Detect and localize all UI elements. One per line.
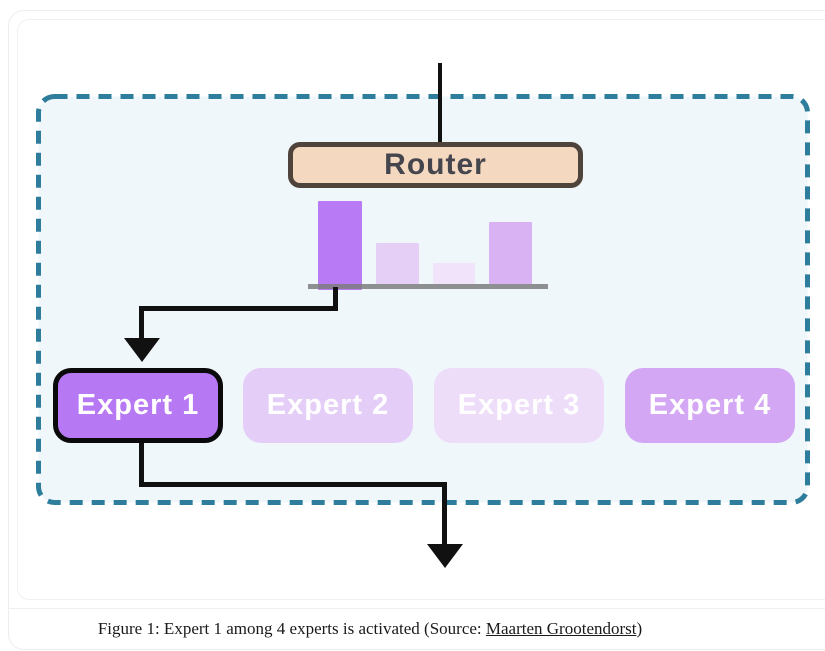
expert-box-4: Expert 4 xyxy=(625,368,795,443)
caption-divider xyxy=(8,608,825,609)
source-link[interactable]: Maarten Grootendorst xyxy=(485,619,637,638)
routing-arrow-segment xyxy=(139,306,144,340)
arrow-down-icon xyxy=(124,338,160,362)
expert-label: Expert 3 xyxy=(457,389,581,421)
expert-box-3: Expert 3 xyxy=(434,368,604,443)
expert-label: Expert 2 xyxy=(266,389,390,421)
arrow-down-icon xyxy=(427,544,463,568)
router-box: Router xyxy=(288,142,583,188)
caption-suffix: ) xyxy=(636,619,643,638)
gate-bar-1 xyxy=(318,201,362,290)
expert-label: Expert 4 xyxy=(648,389,772,421)
gate-bar-2 xyxy=(375,243,419,284)
moe-dashed-boundary xyxy=(36,94,810,505)
routing-arrow-segment xyxy=(333,287,338,311)
experts-row: Expert 1 Expert 2 Expert 3 Expert 4 xyxy=(0,368,825,443)
expert-box-1: Expert 1 xyxy=(53,368,223,443)
gate-bar-3 xyxy=(432,263,476,284)
figure-caption: Figure 1: Expert 1 among 4 experts is ac… xyxy=(0,618,740,640)
output-flow-segment xyxy=(442,482,447,545)
expert-label: Expert 1 xyxy=(76,389,200,421)
input-flow-line xyxy=(438,63,442,143)
gate-baseline xyxy=(308,284,548,289)
output-flow-segment xyxy=(139,482,447,487)
caption-text: Figure 1: Expert 1 among 4 experts is ac… xyxy=(97,619,486,638)
gate-bar-4 xyxy=(489,222,532,284)
router-label: Router xyxy=(384,148,487,181)
gate-chart xyxy=(318,201,532,290)
output-flow-segment xyxy=(139,441,144,487)
routing-arrow-segment xyxy=(139,306,338,311)
expert-box-2: Expert 2 xyxy=(243,368,413,443)
